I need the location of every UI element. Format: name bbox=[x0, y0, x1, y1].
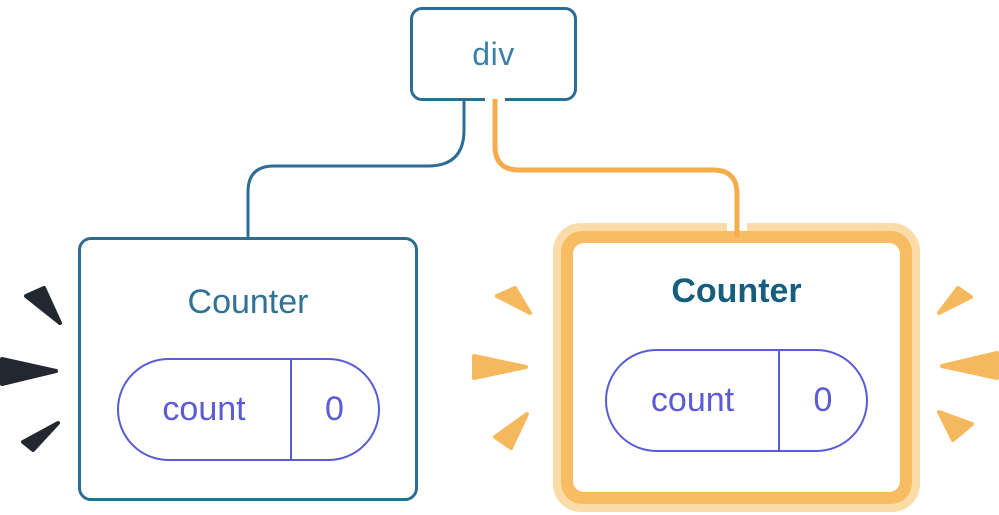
counter-card-left: Counter count 0 bbox=[78, 237, 418, 501]
state-pill: count 0 bbox=[605, 349, 868, 452]
edge-to-left-counter bbox=[246, 100, 466, 240]
burst-mark bbox=[937, 410, 974, 442]
state-value: 0 bbox=[289, 360, 378, 459]
burst-mark bbox=[937, 286, 973, 315]
burst-mark bbox=[24, 286, 62, 325]
state-key-label: count bbox=[162, 390, 246, 428]
state-key-label: count bbox=[650, 381, 735, 419]
div-node-label: div bbox=[472, 35, 515, 72]
burst-mark bbox=[472, 354, 528, 380]
burst-mark bbox=[21, 421, 60, 452]
burst-mark bbox=[0, 357, 58, 386]
state-pill: count 0 bbox=[116, 358, 380, 461]
burst-mark bbox=[495, 286, 532, 315]
counter-card-right-highlight-ring: Counter count 0 bbox=[553, 223, 920, 512]
burst-marks-left-counter bbox=[0, 286, 62, 452]
counter-card-right: Counter count 0 bbox=[573, 243, 900, 492]
state-value: 0 bbox=[778, 351, 866, 450]
edge-right-casing bbox=[485, 96, 747, 231]
edge-to-right-counter bbox=[492, 99, 740, 237]
burst-mark bbox=[493, 412, 529, 450]
tree-node-div: div bbox=[410, 7, 577, 101]
highlight-border-band: Counter count 0 bbox=[561, 231, 912, 504]
counter-title: Counter bbox=[187, 283, 309, 321]
counter-title: Counter bbox=[671, 272, 802, 310]
burst-mark bbox=[940, 351, 999, 380]
